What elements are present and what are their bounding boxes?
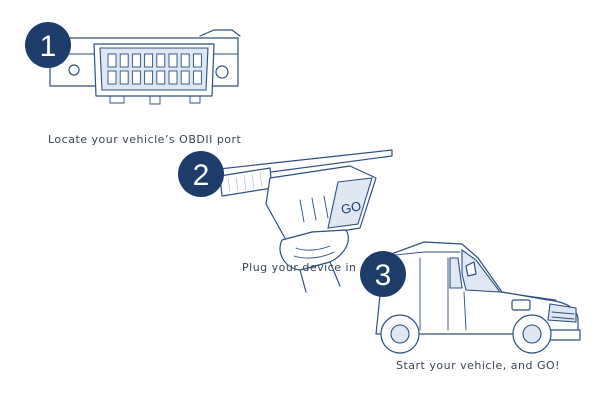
connector-pin <box>107 53 117 68</box>
connector-pin <box>131 70 141 85</box>
step-3-badge: 3 <box>360 251 406 297</box>
step-1-caption: Locate your vehicle’s OBDII port <box>48 133 242 146</box>
connector-pin <box>180 53 190 68</box>
connector-pin <box>168 70 178 85</box>
connector-pin <box>180 70 190 85</box>
step-2-number: 2 <box>193 159 210 192</box>
connector-pin <box>131 53 141 68</box>
step-1-badge: 1 <box>25 22 71 68</box>
connector-pin <box>168 53 178 68</box>
front-wheel <box>512 314 552 354</box>
step-3-number: 3 <box>375 259 392 292</box>
obdii-port-illustration <box>49 29 241 105</box>
connector-pin <box>192 53 202 68</box>
connector-pin <box>156 53 166 68</box>
van-illustration <box>375 241 581 354</box>
connector-pin <box>107 70 117 85</box>
step-2-caption: Plug your device in <box>242 261 357 274</box>
connector-pin <box>144 70 154 85</box>
connector-pin <box>119 70 129 85</box>
step-2-badge: 2 <box>178 151 224 197</box>
connector-pin <box>119 53 129 68</box>
connector-pin <box>156 70 166 85</box>
step-1-number: 1 <box>40 30 57 63</box>
connector-pin <box>144 53 154 68</box>
rear-wheel <box>380 314 420 354</box>
device-plug-illustration: GO <box>209 149 393 293</box>
step-3-caption: Start your vehicle, and GO! <box>396 359 561 372</box>
connector-pin <box>192 70 202 85</box>
device-go-label: GO <box>340 198 363 217</box>
